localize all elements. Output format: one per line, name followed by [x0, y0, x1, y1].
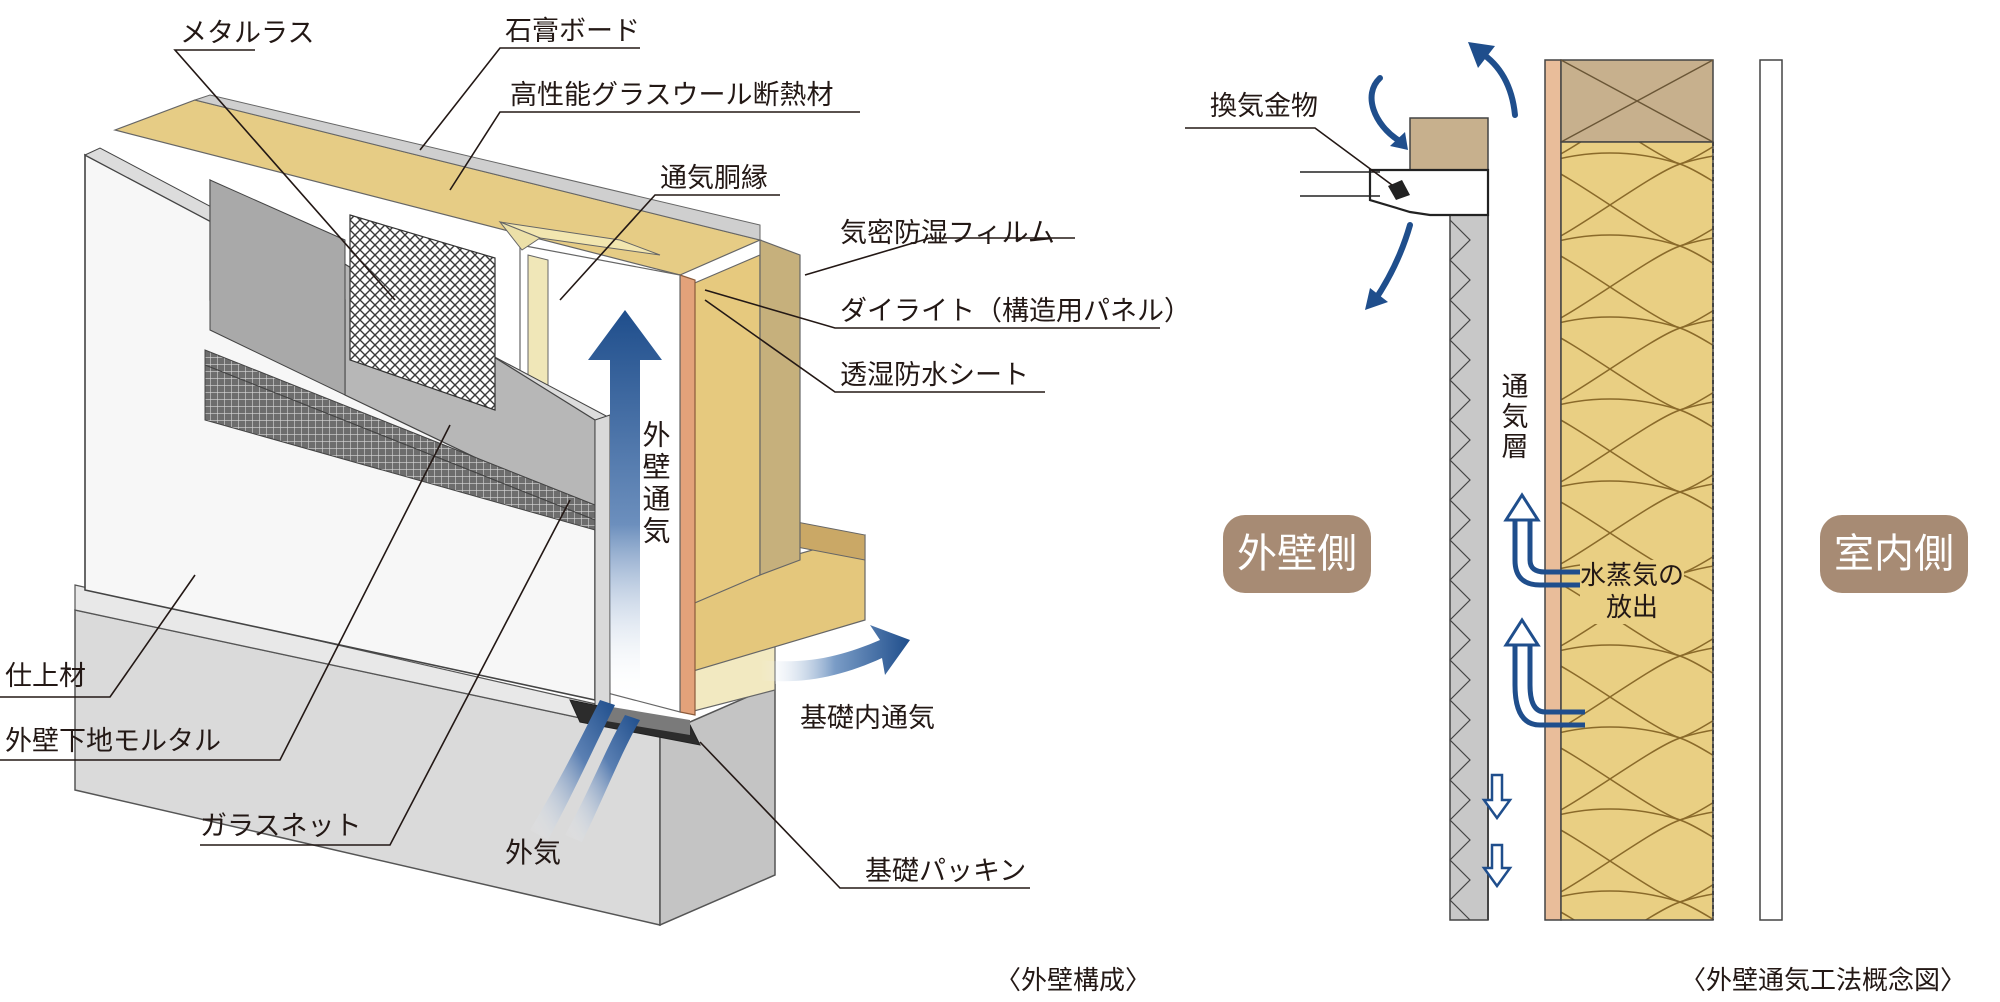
gypsum-right [1759, 59, 1783, 921]
label-dailite: ダイライト（構造用パネル） [840, 296, 1191, 327]
insulation-column [1560, 141, 1714, 921]
label-air-layer: 通気層 [1497, 372, 1529, 462]
metal-lath [349, 214, 496, 411]
label-vapor-release-wrap: 水蒸気の放出 [1580, 560, 1685, 624]
inflow-arrow-top [1368, 75, 1401, 143]
label-metal-lath: メタルラス [180, 18, 314, 49]
label-finish: 仕上材 [5, 661, 86, 692]
label-vent-hardware: 換気金物 [1210, 91, 1318, 122]
dailite-panel [679, 274, 696, 716]
right-labels: 換気金物 通気層 [1210, 91, 1528, 462]
badge-interior-side: 室内側 [1820, 515, 1968, 593]
label-mortar: 外壁下地モルタル [5, 726, 221, 757]
label-outside-air: 外気 [505, 836, 561, 869]
vent-hardware-metal [1368, 168, 1490, 217]
vent-hardware-block [1409, 117, 1489, 171]
foundation-side [659, 683, 776, 927]
label-foundation-packing: 基礎パッキン [865, 856, 1026, 887]
inflow-arrow-bottom [1372, 222, 1413, 303]
foundation-ventilation-arrow [760, 625, 910, 682]
outflow-arrow-top [1477, 49, 1518, 118]
label-gypsum-board: 石膏ボード [505, 16, 640, 47]
label-furring: 通気胴縁 [660, 163, 768, 194]
wall-ventilation-arrow [588, 310, 662, 700]
label-breathable-sheet: 透湿防水シート [840, 360, 1029, 391]
label-vapor-release: 水蒸気の放出 [1580, 560, 1685, 624]
label-wall-ventilation: 外壁通気 [639, 420, 672, 548]
ventilation-concept-diagram [1185, 42, 1783, 921]
exterior-wall-cutaway [0, 47, 1160, 927]
caption-right: 〈外壁通気工法概念図〉 [1680, 966, 1967, 996]
label-glass-net: ガラスネット [200, 811, 361, 842]
airtight-film [759, 239, 801, 576]
vapor-arrows [1512, 515, 1585, 728]
badge-exterior-side: 外壁側 [1223, 515, 1371, 593]
left-labels: メタルラス 石膏ボード 高性能グラスウール断熱材 通気胴縁 気密防湿フィルム ダ… [5, 16, 1191, 887]
label-insulation: 高性能グラスウール断熱材 [510, 80, 833, 111]
label-foundation-ventilation: 基礎内通気 [800, 703, 935, 734]
sheet-layer [1544, 59, 1562, 921]
outside-air-arrow [530, 700, 615, 840]
caption-left: 〈外壁構成〉 [995, 966, 1152, 996]
down-arrows [1481, 773, 1513, 889]
label-airtight-film: 気密防湿フィルム [840, 218, 1055, 249]
insulation-section [689, 254, 761, 606]
